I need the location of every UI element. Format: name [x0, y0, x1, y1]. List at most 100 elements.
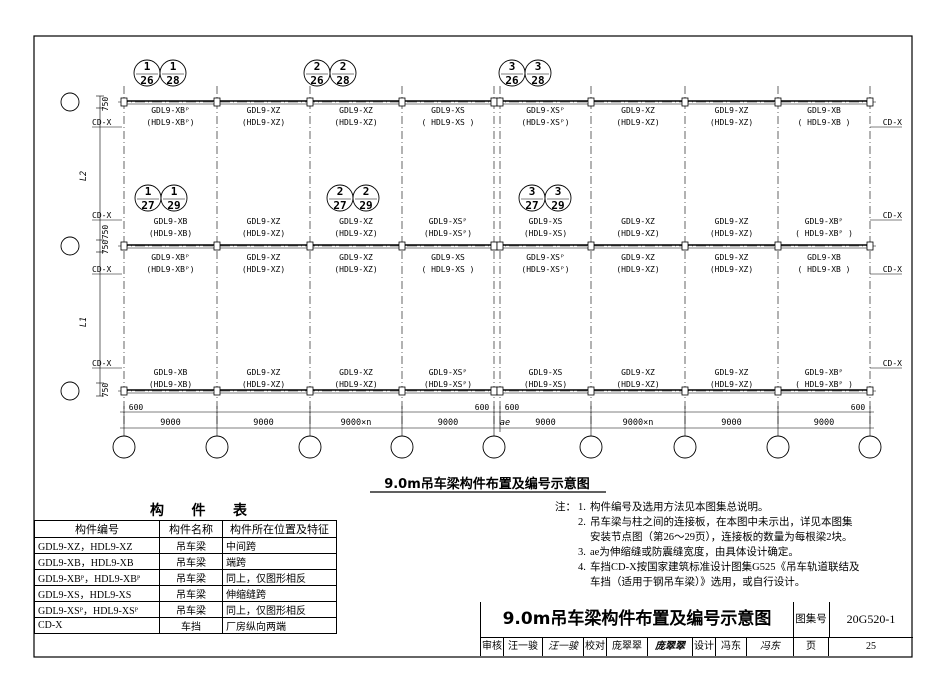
- column-mark: [213, 386, 221, 396]
- beam-label: GDL9-XS: [529, 217, 563, 226]
- note-line: 安装节点图（第26～29页），连接板的数量为每根梁2块。: [555, 530, 905, 545]
- column-mark: [490, 386, 498, 396]
- end-stop-label: CD-X: [883, 118, 902, 127]
- title-block: 9.0m吊车梁构件布置及编号示意图 图集号 20G520-1 审核 汪一骏 汪一…: [480, 602, 913, 656]
- beam-label: GDL9-XBᴾ: [151, 106, 190, 115]
- table-cell: CD-X: [34, 617, 160, 634]
- review-name: 汪一骏: [504, 638, 543, 656]
- beam-label: GDL9-XZ: [621, 253, 655, 262]
- table-cell: 吊车梁: [159, 585, 223, 602]
- note-line: 4.车挡CD-X按国家建筑标准设计图集G525《吊车轨道联结及: [555, 560, 905, 575]
- axis-bubble: [482, 435, 506, 459]
- beam-label: GDL9-XBᴾ: [805, 368, 844, 377]
- callout-page: 28: [336, 74, 349, 87]
- callout-number: 2: [314, 60, 321, 73]
- span-label-l1: L1: [79, 317, 89, 327]
- axis-bubble: [579, 435, 603, 459]
- beam-label: GDL9-XBᴾ: [151, 253, 190, 262]
- note-text: 车挡CD-X按国家建筑标准设计图集G525《吊车轨道联结及: [590, 562, 860, 573]
- column-mark: [306, 97, 314, 107]
- design-label: 设计: [693, 638, 716, 656]
- end-stop-label: CD-X: [883, 359, 902, 368]
- table-cell: 端跨: [222, 553, 337, 570]
- table-cell: 厂房纵向两端: [222, 617, 337, 634]
- beam-label-alt: (HDL9-XBᴾ): [146, 118, 194, 127]
- dimension-750: 750: [101, 97, 110, 112]
- beam-label-alt: (HDL9-XZ): [710, 265, 753, 274]
- callout-page: 28: [166, 74, 179, 87]
- column-mark: [774, 386, 782, 396]
- beam-label-alt: (HDL9-XSᴾ): [521, 265, 569, 274]
- callout-page: 27: [525, 199, 538, 212]
- callout-page: 26: [140, 74, 154, 87]
- beam-label: GDL9-XZ: [339, 368, 373, 377]
- span-dimension: 9000: [253, 418, 273, 428]
- callout-number: 3: [555, 185, 562, 198]
- page-label: 页: [794, 638, 829, 656]
- callout-bubble: [352, 184, 380, 212]
- beam-label: GDL9-XZ: [247, 217, 281, 226]
- design-signature: 冯东: [747, 638, 794, 656]
- beam-label: GDL9-XS: [431, 253, 465, 262]
- beam-label: GDL9-XZ: [247, 253, 281, 262]
- beam-label: GDL9-XSᴾ: [526, 106, 565, 115]
- beam-label-alt: (HDL9-XBᴾ): [146, 265, 194, 274]
- column-mark: [587, 97, 595, 107]
- column-mark: [681, 386, 689, 396]
- check-label: 校对: [584, 638, 607, 656]
- end-stop-label: CD-X: [883, 265, 902, 274]
- note-text: 吊车梁与柱之间的连接板，在本图中未示出，详见本图集: [590, 517, 853, 528]
- column-mark: [774, 241, 782, 251]
- note-line: 3.ae为伸缩缝或防震缝宽度，由具体设计确定。: [555, 545, 905, 560]
- beam-label: GDL9-XZ: [621, 106, 655, 115]
- column-mark: [496, 386, 504, 396]
- span-dimension: 9000: [438, 418, 458, 428]
- callout-number: 3: [509, 60, 516, 73]
- beam-label-alt: ( HDL9-XS ): [422, 265, 475, 274]
- end-dimension: 600: [129, 403, 144, 412]
- table-header: 构件所在位置及特征: [222, 520, 337, 538]
- table-cell: 同上，仅图形相反: [222, 601, 337, 618]
- callout-page: 29: [167, 199, 180, 212]
- axis-bubble: [298, 435, 322, 459]
- beam-label: GDL9-XZ: [715, 368, 749, 377]
- beam-label: GDL9-XZ: [715, 106, 749, 115]
- column-mark: [490, 97, 498, 107]
- column-mark: [306, 386, 314, 396]
- end-stop-label: CD-X: [92, 211, 111, 220]
- table-header: 构件名称: [159, 520, 223, 538]
- span-dimension: 9000×n: [341, 418, 372, 428]
- axis-bubble: [766, 435, 790, 459]
- note-line: 注：1.构件编号及选用方法见本图集总说明。: [555, 500, 905, 515]
- beam-label: GDL9-XZ: [339, 106, 373, 115]
- beam-label: GDL9-XZ: [621, 368, 655, 377]
- axis-bubble: [112, 435, 136, 459]
- note-number: [578, 530, 590, 545]
- sheet-border: [33, 35, 913, 658]
- column-mark: [306, 241, 314, 251]
- beam-label-alt: (HDL9-XZ): [710, 380, 753, 389]
- table-cell: GDL9-XBᴾ，HDL9-XBᴾ: [34, 569, 160, 586]
- span-label-l2: L2: [79, 171, 89, 181]
- span-dimension: 9000: [814, 418, 834, 428]
- callout-page: 26: [505, 74, 519, 87]
- axis-bubble: [60, 381, 80, 401]
- callout-number: 3: [529, 185, 536, 198]
- axis-bubble: [205, 435, 229, 459]
- dimension-750: 750: [101, 225, 110, 240]
- beam-label-alt: ( HDL9-XS ): [422, 118, 475, 127]
- table-cell: GDL9-XSᴾ，HDL9-XSᴾ: [34, 601, 160, 618]
- beam-label: GDL9-XZ: [715, 217, 749, 226]
- callout-number: 1: [170, 60, 177, 73]
- column-mark: [398, 97, 406, 107]
- table-cell: 同上，仅图形相反: [222, 569, 337, 586]
- column-mark: [120, 97, 128, 107]
- beam-label-alt: (HDL9-XZ): [242, 229, 285, 238]
- note-text: 安装节点图（第26～29页），连接板的数量为每根梁2块。: [590, 532, 853, 543]
- end-stop-label: CD-X: [92, 265, 111, 274]
- span-dimension: 9000: [721, 418, 741, 428]
